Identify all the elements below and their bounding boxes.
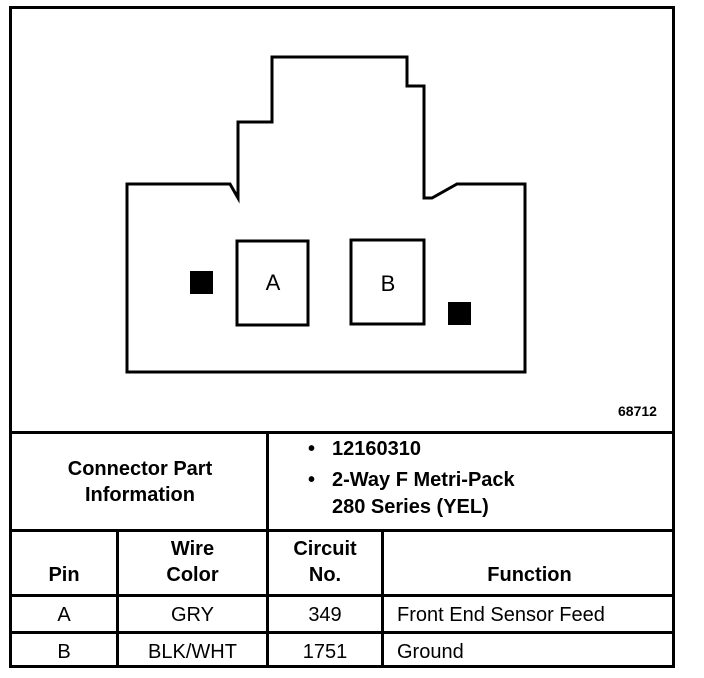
header-wire-color: Wire Color xyxy=(166,538,219,586)
list-item-continuation: 280 Series (YEL) xyxy=(308,494,515,521)
connector-series: 280 Series (YEL) xyxy=(332,496,489,518)
cavity-b-label: B xyxy=(381,271,396,296)
header-bottom-rule xyxy=(9,594,675,597)
wire-color-cell: BLK/WHT xyxy=(148,641,237,663)
function-cell: Front End Sensor Feed xyxy=(397,604,605,626)
part-info-bottom-rule xyxy=(9,529,675,532)
wire-color-cell: GRY xyxy=(171,604,214,626)
table-row: A xyxy=(12,597,116,631)
function-cell: Ground xyxy=(397,641,464,663)
part-info-title-line2: Information xyxy=(85,484,195,506)
bullet: • xyxy=(308,469,316,491)
header-pin: Pin xyxy=(48,564,80,586)
pin-col-divider xyxy=(116,529,119,668)
part-info-divider xyxy=(266,431,269,668)
cavity-a-box xyxy=(235,239,310,327)
list-item: • 2-Way F Metri-Pack xyxy=(308,467,515,494)
cavity-a-label: A xyxy=(266,270,281,295)
table-top-rule xyxy=(9,431,675,434)
circuit-cell: 349 xyxy=(308,604,342,626)
lock-square-left xyxy=(190,271,213,294)
pin-cell: B xyxy=(57,641,71,663)
part-number: 12160310 xyxy=(332,438,421,460)
bullet: • xyxy=(308,438,316,460)
list-item: • 12160310 xyxy=(308,436,515,463)
cavity-b-box xyxy=(349,238,426,326)
diagram-frame xyxy=(9,6,675,668)
table-row: B xyxy=(12,634,116,668)
connector-outline xyxy=(125,55,527,374)
header-circuit-no: Circuit No. xyxy=(293,538,357,586)
lock-square-right xyxy=(448,302,471,325)
header-function: Function xyxy=(487,564,572,586)
circuit-cell: 1751 xyxy=(302,641,348,663)
circuit-col-divider xyxy=(381,529,384,668)
figure-id: 68712 xyxy=(618,403,657,419)
part-info-list: • 12160310 • 2-Way F Metri-Pack 280 Seri… xyxy=(308,436,515,521)
part-info-title-line1: Connector Part xyxy=(67,458,213,480)
pin-cell: A xyxy=(57,604,71,626)
row-divider xyxy=(9,631,675,634)
connector-part-info-label: Connector Part Information xyxy=(12,433,268,531)
connector-description: 2-Way F Metri-Pack xyxy=(332,469,515,491)
